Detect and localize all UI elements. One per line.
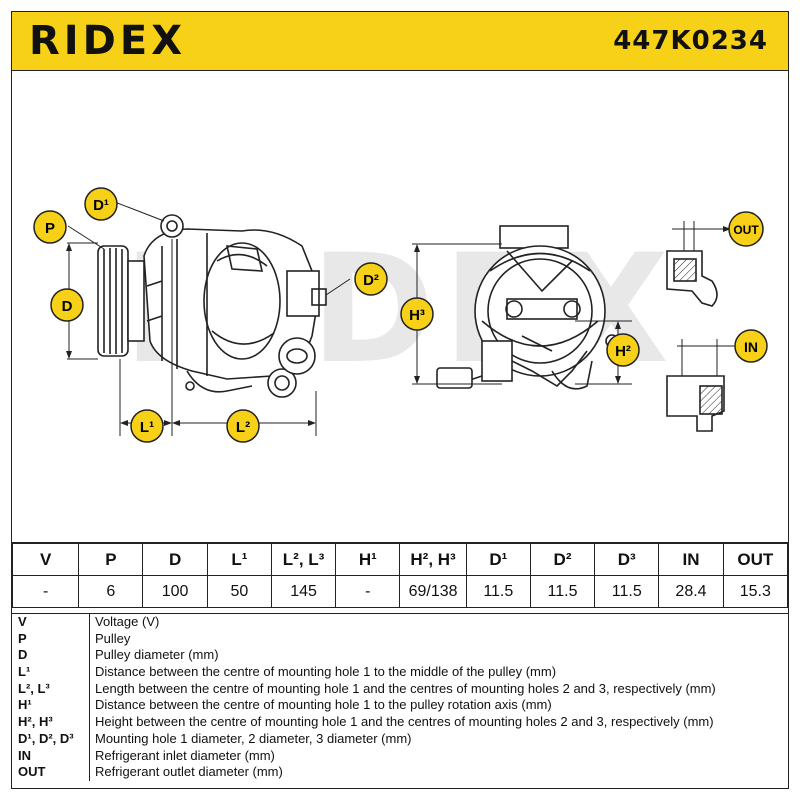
legend-item: H¹ Distance between the centre of mounti… — [12, 697, 788, 715]
legend-desc: Length between the centre of mounting ho… — [95, 680, 716, 696]
spec-value-row: - 6 100 50 145 - 69/138 11.5 11.5 11.5 2… — [11, 575, 789, 608]
legend-item: OUT Refrigerant outlet diameter (mm) — [12, 764, 788, 781]
brand-logo: RIDEX — [29, 18, 187, 64]
legend-key: D¹, D², D³ — [12, 730, 90, 748]
callout-h2: H² — [606, 333, 640, 367]
spec-value-cell: - — [11, 575, 80, 608]
legend-list: V Voltage (V) P Pulley D Pulley diameter… — [12, 613, 788, 781]
legend-key: V — [12, 614, 90, 631]
legend-item: L², L³ Length between the centre of moun… — [12, 680, 788, 698]
spec-header-cell: D³ — [594, 542, 660, 576]
spec-value-cell: 11.5 — [465, 575, 531, 608]
outlet-fitting — [666, 250, 718, 307]
legend-key: H¹ — [12, 697, 90, 715]
header-bar: RIDEX 447K0234 — [12, 12, 788, 71]
spec-value-cell: 50 — [206, 575, 272, 608]
product-sheet: RIDEX 447K0234 RIDEX — [11, 11, 789, 789]
callout-d1: D¹ — [84, 187, 118, 221]
svg-text:L²: L² — [236, 419, 250, 436]
spec-value-cell: - — [335, 575, 401, 608]
svg-text:P: P — [45, 220, 55, 237]
spec-value-cell: 15.3 — [722, 575, 789, 608]
legend-desc: Refrigerant outlet diameter (mm) — [95, 764, 283, 780]
compressor-diagram: RIDEX — [33, 187, 768, 443]
legend-desc: Voltage (V) — [95, 614, 160, 629]
svg-text:D: D — [62, 298, 73, 315]
callout-d: D — [50, 288, 84, 322]
spec-header-cell: D² — [529, 542, 596, 576]
legend-item: D Pulley diameter (mm) — [12, 647, 788, 665]
callout-l1: L¹ — [130, 409, 164, 443]
legend-item: H², H³ Height between the centre of moun… — [12, 714, 788, 731]
legend-desc: Distance between the centre of mounting … — [95, 697, 552, 713]
spec-header-cell: H¹ — [335, 542, 401, 576]
legend-desc: Height between the centre of mounting ho… — [95, 714, 714, 730]
technical-drawing: RIDEX — [12, 71, 788, 541]
svg-text:IN: IN — [744, 339, 758, 355]
legend-item: V Voltage (V) — [12, 614, 788, 631]
spec-header-cell: V — [11, 542, 80, 576]
legend-item: L¹ Distance between the centre of mounti… — [12, 664, 788, 681]
inlet-fitting — [666, 375, 725, 432]
callout-p: P — [33, 210, 67, 244]
spec-header-cell: P — [78, 542, 144, 576]
spec-table: V P D L¹ L², L³ H¹ H², H³ D¹ D² D³ IN OU… — [11, 542, 789, 608]
legend-key: P — [12, 630, 90, 648]
spec-value-cell: 145 — [270, 575, 337, 608]
legend-desc: Mounting hole 1 diameter, 2 diameter, 3 … — [95, 730, 412, 746]
legend-item: IN Refrigerant inlet diameter (mm) — [12, 747, 788, 765]
spec-header-cell: H², H³ — [399, 542, 467, 576]
legend-desc: Pulley — [95, 630, 131, 646]
spec-header-cell: D¹ — [465, 542, 531, 576]
legend-key: OUT — [12, 764, 90, 781]
svg-text:L¹: L¹ — [140, 419, 154, 436]
compressor-side-view — [97, 214, 327, 398]
callout-h3: H³ — [400, 297, 434, 331]
svg-text:H³: H³ — [409, 307, 425, 324]
callout-out: OUT — [728, 211, 764, 247]
compressor-front-view — [436, 225, 619, 390]
spec-value-cell: 28.4 — [658, 575, 724, 608]
legend-item: P Pulley — [12, 630, 788, 648]
legend-key: D — [12, 647, 90, 665]
spec-value-cell: 100 — [142, 575, 208, 608]
legend-key: IN — [12, 747, 90, 765]
svg-text:H²: H² — [615, 343, 631, 360]
legend-key: L², L³ — [12, 680, 90, 698]
spec-header-row: V P D L¹ L², L³ H¹ H², H³ D¹ D² D³ IN OU… — [11, 542, 789, 576]
spec-header-cell: L¹ — [206, 542, 272, 576]
legend-desc: Refrigerant inlet diameter (mm) — [95, 747, 275, 763]
callout-d2: D² — [354, 262, 388, 296]
spec-header-cell: IN — [658, 542, 724, 576]
legend-desc: Distance between the centre of mounting … — [95, 664, 557, 680]
svg-text:OUT: OUT — [733, 223, 759, 237]
spec-header-cell: OUT — [722, 542, 789, 576]
legend-key: L¹ — [12, 664, 90, 681]
spec-value-cell: 69/138 — [399, 575, 467, 608]
part-number: 447K0234 — [613, 26, 768, 56]
svg-text:D²: D² — [363, 272, 379, 289]
legend-item: D¹, D², D³ Mounting hole 1 diameter, 2 d… — [12, 730, 788, 748]
spec-value-cell: 11.5 — [529, 575, 596, 608]
svg-text:D¹: D¹ — [93, 197, 109, 214]
legend-desc: Pulley diameter (mm) — [95, 647, 219, 663]
spec-value-cell: 6 — [78, 575, 144, 608]
spec-header-cell: L², L³ — [270, 542, 337, 576]
spec-header-cell: D — [142, 542, 208, 576]
legend-key: H², H³ — [12, 714, 90, 731]
callout-l2: L² — [226, 409, 260, 443]
callout-in: IN — [734, 329, 768, 363]
spec-value-cell: 11.5 — [594, 575, 660, 608]
